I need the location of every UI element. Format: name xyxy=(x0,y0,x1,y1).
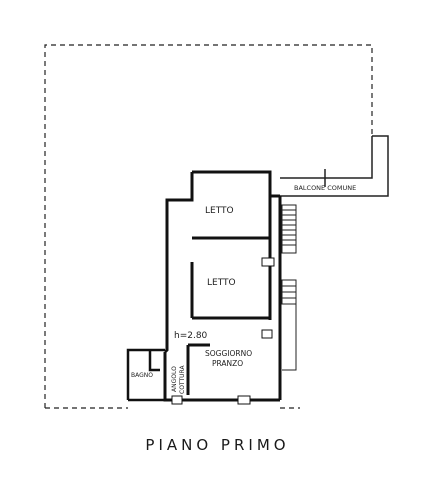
interior-walls xyxy=(186,236,270,395)
room-label-soggiorno: SOGGIORNO xyxy=(205,349,252,358)
openings xyxy=(171,257,275,405)
room-label-cottura: COTTURA xyxy=(179,365,186,394)
height-note: h=2.80 xyxy=(174,331,208,341)
bagno-block xyxy=(126,348,165,402)
staircase xyxy=(281,204,297,371)
room-label-letto-top: LETTO xyxy=(205,206,234,216)
room-label-letto-mid: LETTO xyxy=(207,278,236,288)
balcony xyxy=(280,135,389,197)
room-label-pranzo: PRANZO xyxy=(212,359,243,368)
room-label-angolo: ANGOLO xyxy=(171,366,178,392)
plan-title: PIANO PRIMO xyxy=(145,436,290,454)
balcony-label: BALCONE COMUNE xyxy=(294,184,356,192)
site-boundary xyxy=(44,44,373,409)
room-label-bagno: BAGNO xyxy=(131,372,153,379)
